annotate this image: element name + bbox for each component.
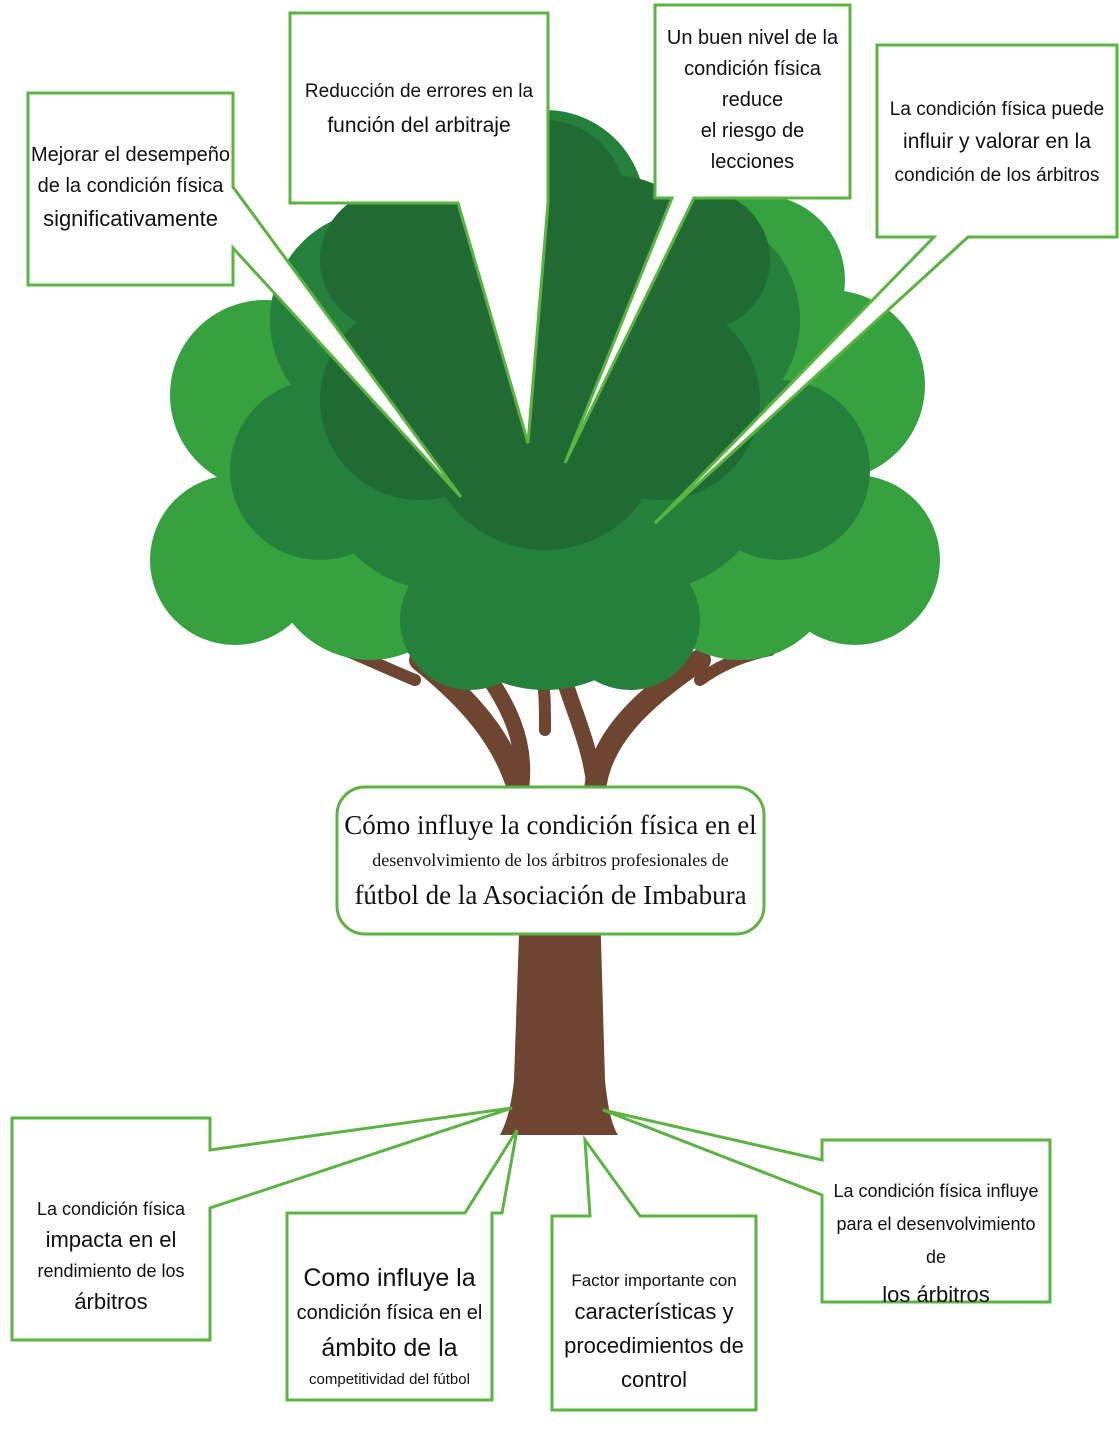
callout-top-2: Reducción de errores en la función del a… xyxy=(292,60,546,160)
callout-top-3-line: Un buen nivel de la xyxy=(666,27,839,49)
callout-bottom-1-line: árbitros xyxy=(74,1289,148,1315)
callout-shape-bottom-2 xyxy=(285,1129,519,1402)
callout-shape-top-3 xyxy=(563,3,852,464)
central-topic-line-2: desenvolvimiento de los árbitros profesi… xyxy=(372,850,729,871)
callout-shapes-top xyxy=(26,3,1119,525)
central-topic: Cómo influye la condición física en el d… xyxy=(337,787,764,934)
callout-top-4: La condición física puede influir y valo… xyxy=(879,70,1115,215)
callout-shape-bottom-3 xyxy=(550,1134,758,1412)
callout-bottom-3-line: características y xyxy=(574,1298,734,1324)
central-topic-line-1: Cómo influye la condición física en el xyxy=(344,810,757,841)
callout-shape-bottom-4 xyxy=(602,1108,1052,1304)
callout-bottom-4: La condición física influye para el dese… xyxy=(824,1175,1048,1315)
callout-top-2-line: Reducción de errores en la xyxy=(304,81,534,102)
central-topic-line-3: fútbol de la Asociación de Imbabura xyxy=(354,879,747,910)
tree-trunk xyxy=(500,905,618,1135)
callout-top-3-line: condición física reduce xyxy=(684,58,821,111)
callout-top-1-line: significativamente xyxy=(43,205,218,231)
callout-top-1-line: Mejorar el desempeño xyxy=(31,143,230,166)
callout-bottom-2-line: ámbito de la xyxy=(321,1333,458,1362)
callout-bottom-3-line: control xyxy=(620,1366,688,1392)
callout-bottom-3: Factor importante con características y … xyxy=(554,1240,754,1425)
callout-bottom-2: Como influye la condición física en el á… xyxy=(289,1230,490,1420)
callout-bottom-3-line: Factor importante con xyxy=(571,1271,737,1291)
callout-bottom-2-line: Como influye la xyxy=(303,1264,476,1293)
callout-shapes-bottom xyxy=(10,1106,1052,1412)
callout-bottom-2-line: competitividad del fútbol xyxy=(309,1370,470,1388)
callout-top-3: Un buen nivel de la condición física red… xyxy=(657,27,848,173)
callout-top-4-line: La condición física puede xyxy=(889,98,1105,120)
callout-shape-top-2 xyxy=(288,11,550,444)
callout-bottom-1-line: La condición física xyxy=(36,1198,186,1219)
callout-bottom-4-line: para el desenvolvimiento de xyxy=(836,1214,1036,1268)
callout-bottom-3-line: procedimientos de xyxy=(564,1332,744,1358)
callout-top-1: Mejorar el desempeño de la condición fís… xyxy=(30,118,231,258)
callout-bottom-1: La condición física impacta en el rendim… xyxy=(14,1170,208,1345)
callout-shape-top-4 xyxy=(653,43,1119,525)
callout-bottom-1-line: impacta en el xyxy=(45,1227,177,1253)
callout-top-2-line: función del arbitraje xyxy=(327,114,511,138)
callout-top-4-line: condición de los árbitros xyxy=(894,164,1100,186)
callout-bottom-1-line: rendimiento de los xyxy=(37,1260,185,1281)
callout-bottom-2-line: condición física en el xyxy=(296,1301,483,1324)
callout-bottom-4-line: los árbitros xyxy=(882,1281,990,1307)
callout-shape-top-1 xyxy=(26,91,463,499)
central-topic-box xyxy=(335,785,766,936)
callout-shape-bottom-1 xyxy=(10,1106,513,1342)
callout-bottom-4-line: La condición física influye xyxy=(833,1180,1039,1201)
callout-top-1-line: de la condición física xyxy=(37,174,224,197)
callout-top-3-line: el riesgo de lecciones xyxy=(700,120,805,173)
callout-top-4-line: influir y valorar en la xyxy=(903,130,1091,154)
